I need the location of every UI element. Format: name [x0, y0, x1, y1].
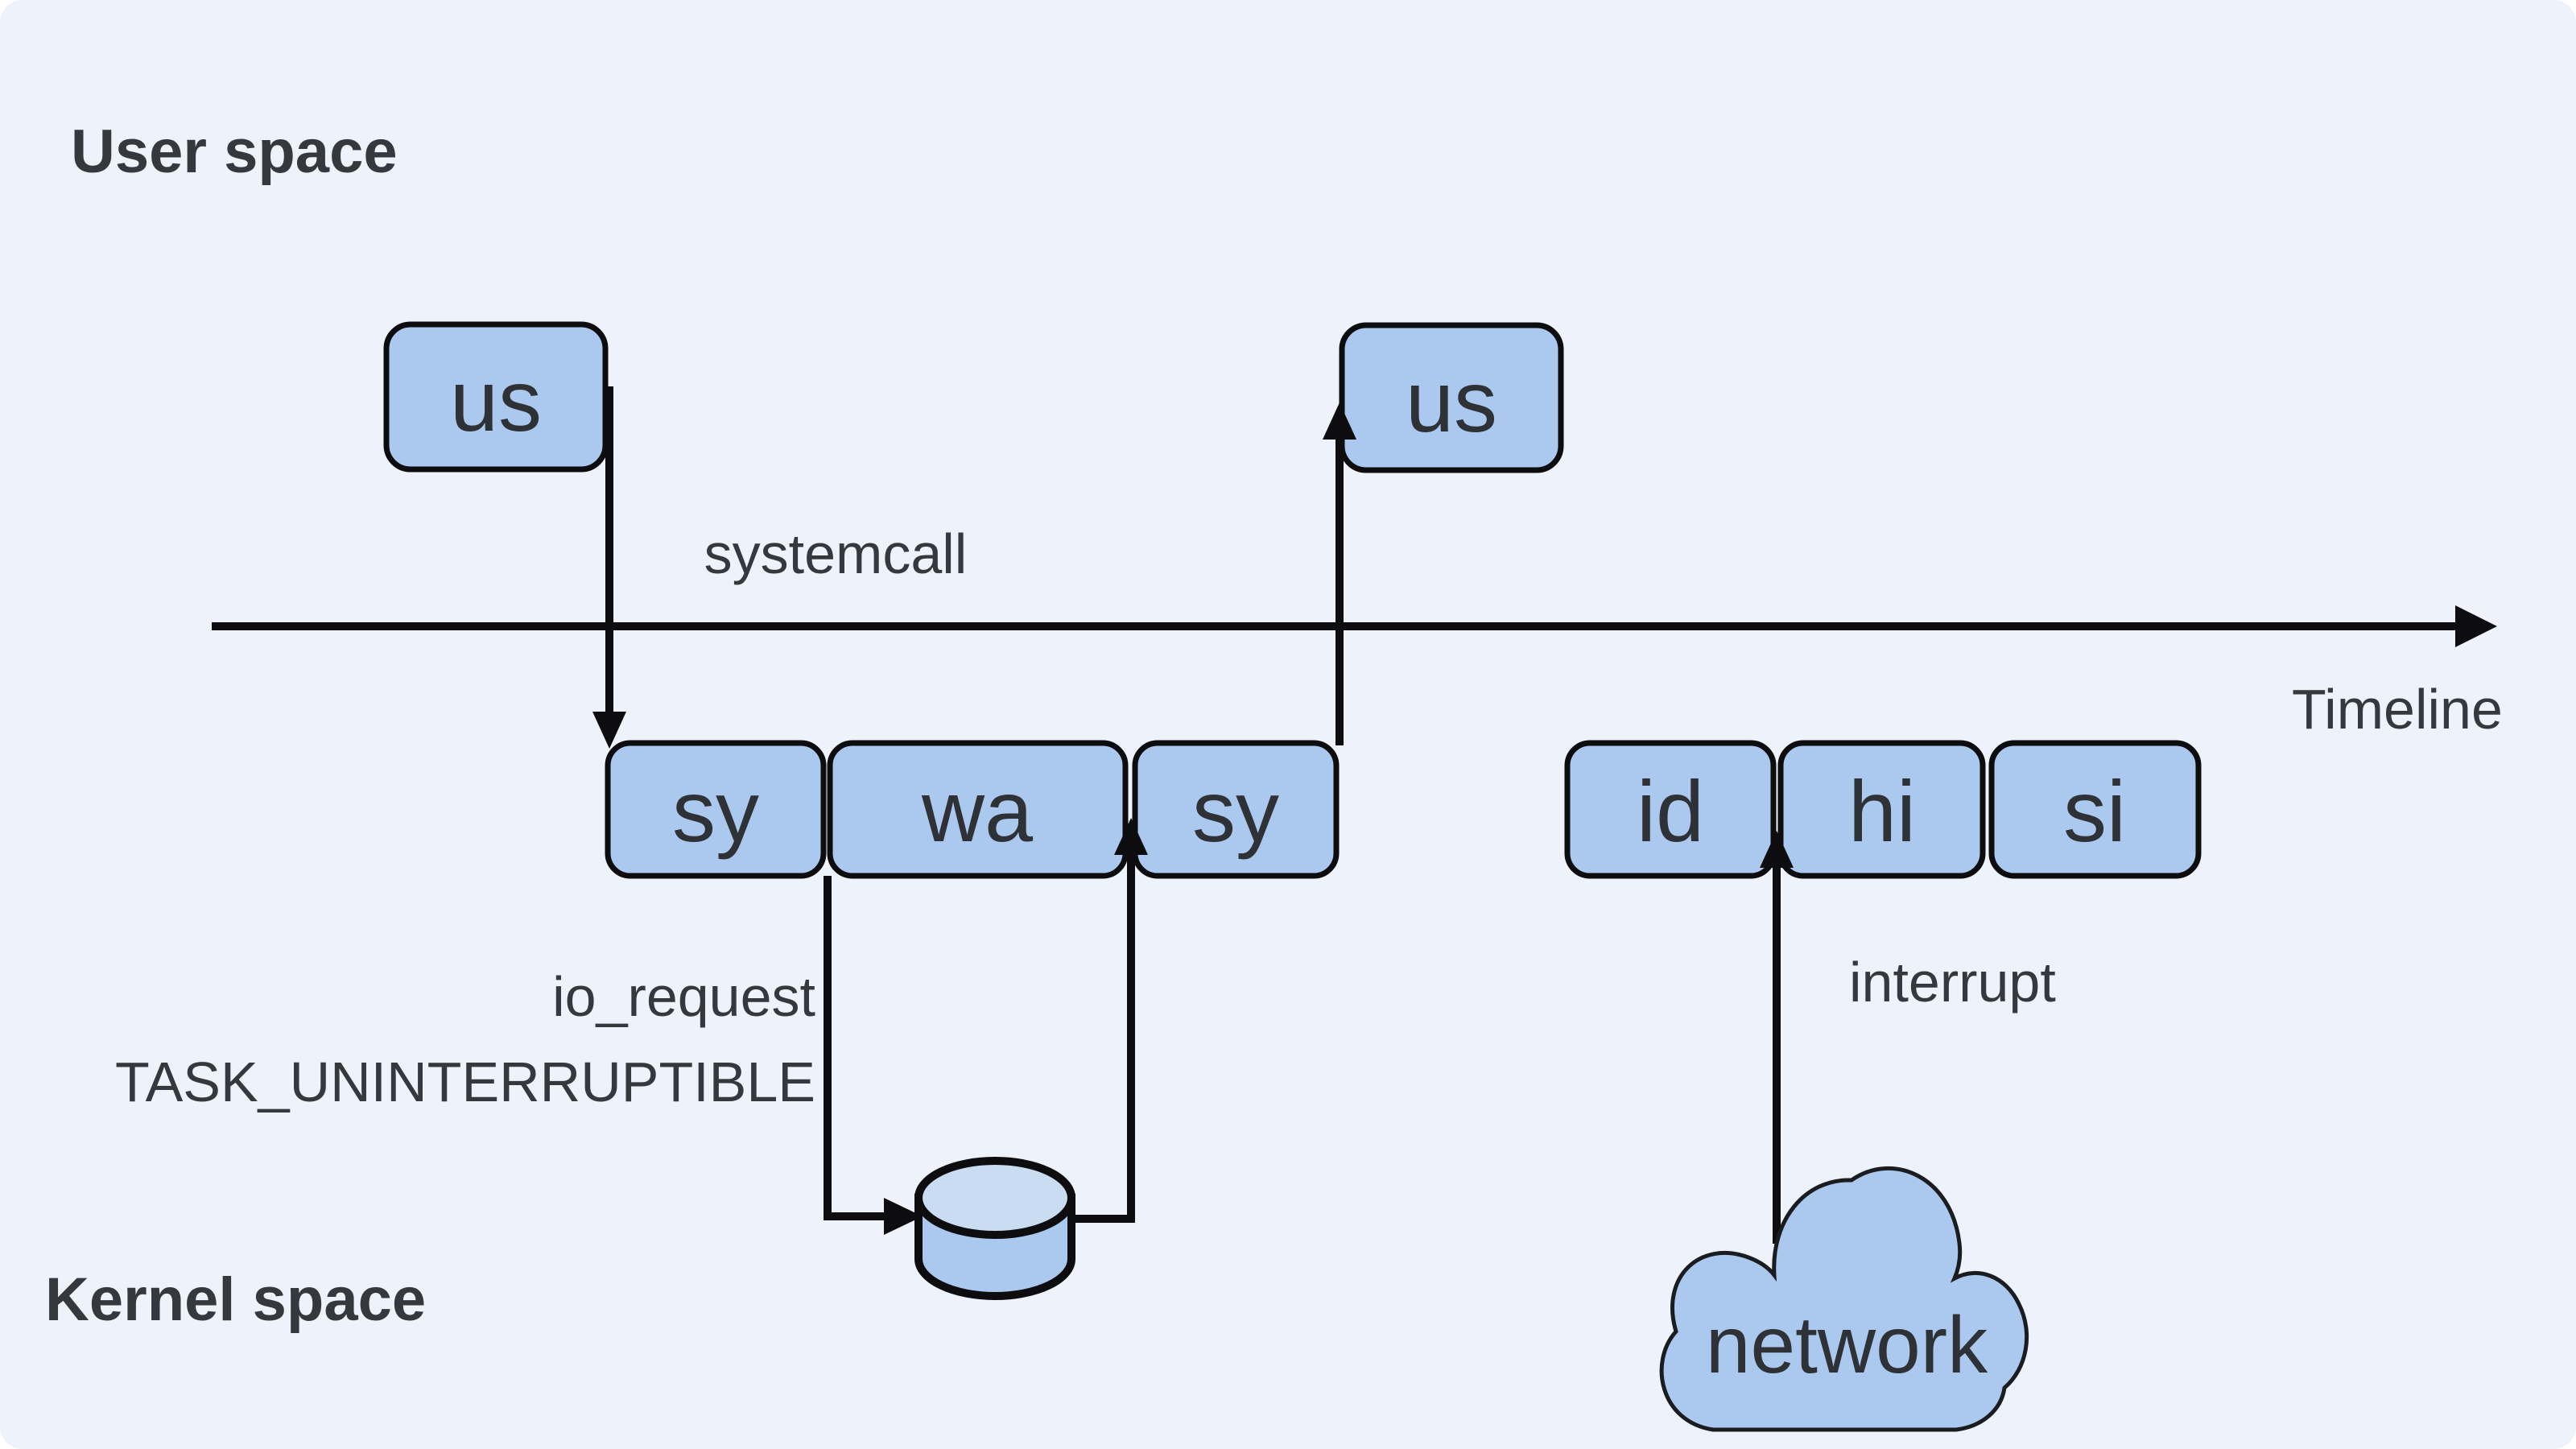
- process-box-wa: [827, 740, 1129, 879]
- io-request-arrow: [824, 876, 923, 1235]
- disk-return-line: [1071, 855, 1135, 1223]
- process-box-id: [1564, 740, 1777, 879]
- node-label-us-left: us: [450, 352, 542, 449]
- disk-top: [914, 1157, 1075, 1239]
- kernel-space-label: Kernel space: [45, 1265, 426, 1334]
- systemcall-arrowhead-icon: [592, 712, 626, 749]
- interrupt-label: interrupt: [1849, 951, 2056, 1013]
- node-label-si: si: [2063, 762, 2126, 860]
- io-request-label: io_request: [552, 965, 815, 1028]
- network-cloud-icon: [1659, 1166, 2029, 1432]
- disk-return-arrowhead-icon: [1114, 818, 1148, 855]
- process-box-si: [1988, 740, 2202, 879]
- syscall-return-arrowhead-icon: [1323, 402, 1356, 440]
- disk-cylinder-icon: [914, 1157, 1075, 1300]
- network-label: network: [1706, 1300, 1988, 1390]
- node-label-id: id: [1637, 762, 1704, 860]
- node-label-hi: hi: [1848, 762, 1916, 860]
- process-box-sy-second: [1132, 740, 1340, 879]
- timeline-label: Timeline: [2292, 678, 2503, 741]
- process-box-sy-first: [605, 740, 827, 879]
- node-label-sy-first: sy: [672, 762, 759, 860]
- io-request-line: [824, 876, 886, 1220]
- io-request-arrowhead-icon: [884, 1198, 923, 1235]
- task-uninterruptible-label: TASK_UNINTERRUPTIBLE: [115, 1051, 815, 1113]
- node-label-us-right: us: [1406, 353, 1497, 450]
- process-box-hi: [1777, 740, 1986, 879]
- node-label-wa: wa: [921, 762, 1034, 860]
- systemcall-label: systemcall: [704, 522, 968, 585]
- interrupt-arrowhead-icon: [1760, 831, 1794, 868]
- user-space-label: User space: [71, 118, 398, 186]
- timeline-arrowhead-icon: [2455, 605, 2497, 647]
- timeline-axis: [212, 605, 2497, 647]
- disk-return-arrow: [1071, 818, 1148, 1223]
- process-boxes: us us sy wa sy id hi si: [383, 321, 2202, 879]
- interrupt-arrow: [1760, 831, 1794, 1244]
- systemcall-arrow: [592, 386, 626, 749]
- syscall-return-arrow: [1323, 402, 1356, 745]
- process-box-us-right: [1339, 322, 1564, 473]
- node-label-sy-second: sy: [1192, 762, 1279, 860]
